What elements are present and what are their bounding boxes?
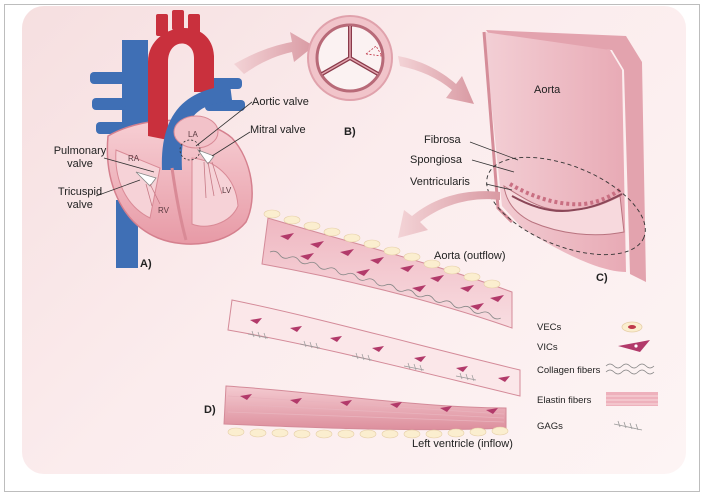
panel-label-d: D): [204, 404, 216, 416]
label-spongiosa: Spongiosa: [410, 154, 462, 166]
arrow-c-to-d: [398, 191, 500, 238]
legend-label-vecs: VECs: [537, 322, 562, 333]
elastin-fiber-icon: [606, 392, 658, 406]
legend-label-gags: GAGs: [537, 421, 563, 432]
label-la: LA: [188, 130, 198, 139]
heart-illustration: [90, 10, 253, 268]
legend-label-elastin: Elastin fibers: [537, 395, 592, 406]
label-left-ventricle-inflow: Left ventricle (inflow): [412, 438, 513, 450]
label-aorta: Aorta: [534, 84, 561, 96]
aortic-valve-topview: [307, 15, 393, 101]
vec-cell-icon: [621, 321, 643, 333]
arrow-b-to-c: [398, 56, 474, 104]
label-tricuspid-valve: Tricuspid valve: [57, 186, 103, 211]
legend-icons: [605, 321, 658, 431]
superior-vena-cava: [122, 40, 148, 138]
arrow-a-to-b: [234, 32, 314, 74]
label-ventricularis: Ventricularis: [410, 176, 470, 188]
figure-frame: [4, 4, 700, 492]
label-ra: RA: [128, 154, 140, 163]
label-rv: RV: [158, 206, 169, 215]
label-pulmonary-valve: Pulmonary valve: [53, 145, 107, 170]
legend-label-collagen: Collagen fibers: [537, 365, 601, 376]
vec-row-bottom: [227, 426, 509, 439]
leaflet-layers: [223, 209, 521, 439]
panel-label-c: C): [596, 272, 608, 284]
label-fibrosa: Fibrosa: [424, 134, 461, 146]
collagen-fiber-icon: [605, 363, 655, 375]
label-lv: LV: [222, 186, 232, 195]
vec-row-top: [263, 209, 501, 289]
gag-icon: [613, 420, 643, 431]
ventricularis-layer: [223, 385, 507, 431]
vic-cell-icon: [618, 340, 650, 352]
aorta-arch: [148, 28, 214, 140]
panel-label-a: A): [140, 258, 152, 270]
aorta-cross-section: [469, 30, 646, 282]
legend-label-vics: VICs: [537, 342, 558, 353]
label-mitral-valve: Mitral valve: [250, 124, 306, 136]
pulmonary-artery: [161, 84, 232, 170]
label-aortic-valve: Aortic valve: [252, 96, 309, 108]
label-aorta-outflow: Aorta (outflow): [434, 250, 506, 262]
panel-label-b: B): [344, 126, 356, 138]
